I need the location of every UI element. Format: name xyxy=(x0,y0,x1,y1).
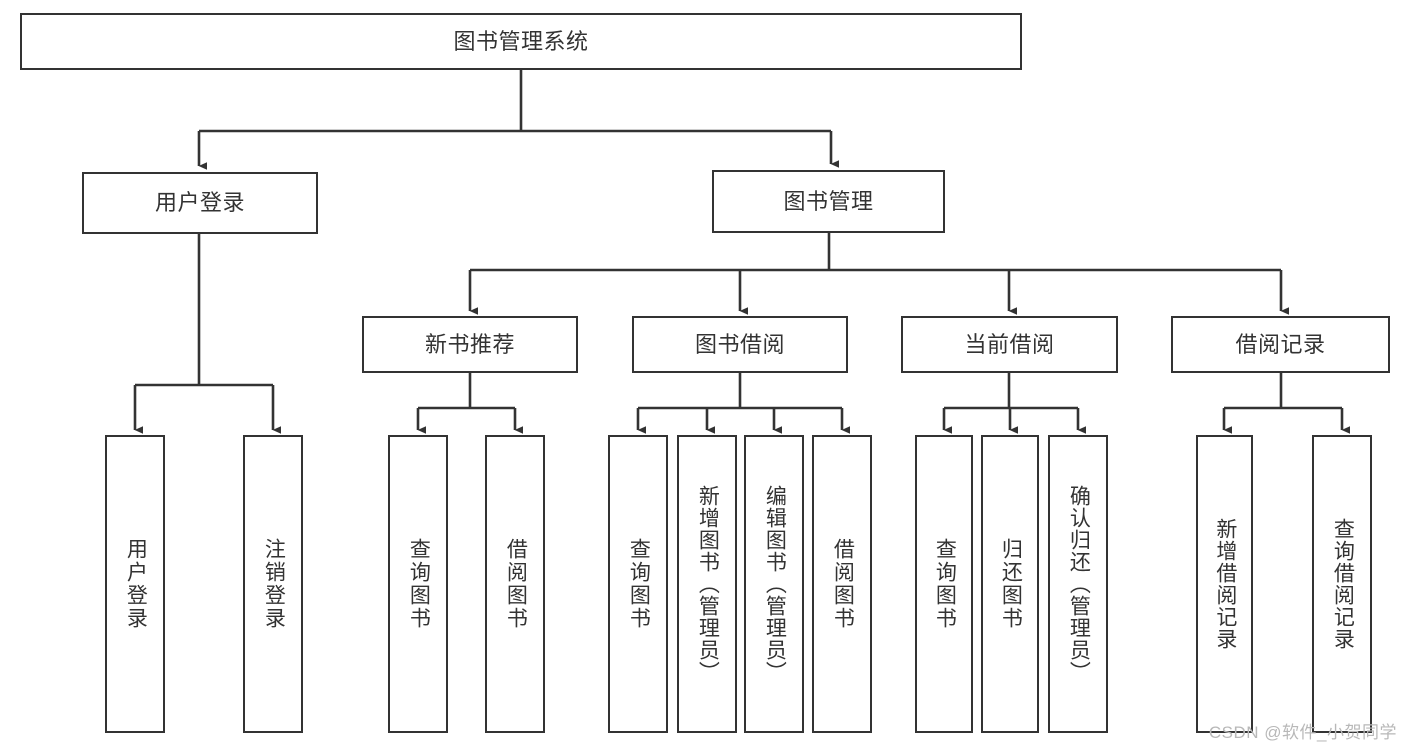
node-leaf-add-book-admin[interactable]: 新增图书（管理员） xyxy=(677,435,737,733)
csdn-watermark: CSDN @软件_小贺同学 xyxy=(1208,723,1397,742)
node-book-borrow[interactable]: 图书借阅 xyxy=(632,316,848,373)
node-book-manage[interactable]: 图书管理 xyxy=(712,170,945,233)
node-leaf-user-login[interactable]: 用户登录 xyxy=(105,435,165,733)
node-leaf-borrow-book-1[interactable]: 借阅图书 xyxy=(485,435,545,733)
node-leaf-borrow-book-2[interactable]: 借阅图书 xyxy=(812,435,872,733)
node-borrow-record[interactable]: 借阅记录 xyxy=(1171,316,1390,373)
node-leaf-query-book-2[interactable]: 查询图书 xyxy=(608,435,668,733)
node-system-root[interactable]: 图书管理系统 xyxy=(20,13,1022,70)
node-new-book-recommend[interactable]: 新书推荐 xyxy=(362,316,578,373)
node-leaf-query-book-1[interactable]: 查询图书 xyxy=(388,435,448,733)
node-user-login[interactable]: 用户登录 xyxy=(82,172,318,234)
node-leaf-confirm-return[interactable]: 确认归还（管理员） xyxy=(1048,435,1108,733)
node-leaf-query-book-3[interactable]: 查询图书 xyxy=(915,435,973,733)
node-leaf-add-borrow-record[interactable]: 新增借阅记录 xyxy=(1196,435,1253,733)
node-current-borrow[interactable]: 当前借阅 xyxy=(901,316,1118,373)
node-leaf-query-borrow-record[interactable]: 查询借阅记录 xyxy=(1312,435,1372,733)
node-leaf-edit-book-admin[interactable]: 编辑图书（管理员） xyxy=(744,435,804,733)
node-leaf-user-logout[interactable]: 注销登录 xyxy=(243,435,303,733)
node-leaf-return-book[interactable]: 归还图书 xyxy=(981,435,1039,733)
